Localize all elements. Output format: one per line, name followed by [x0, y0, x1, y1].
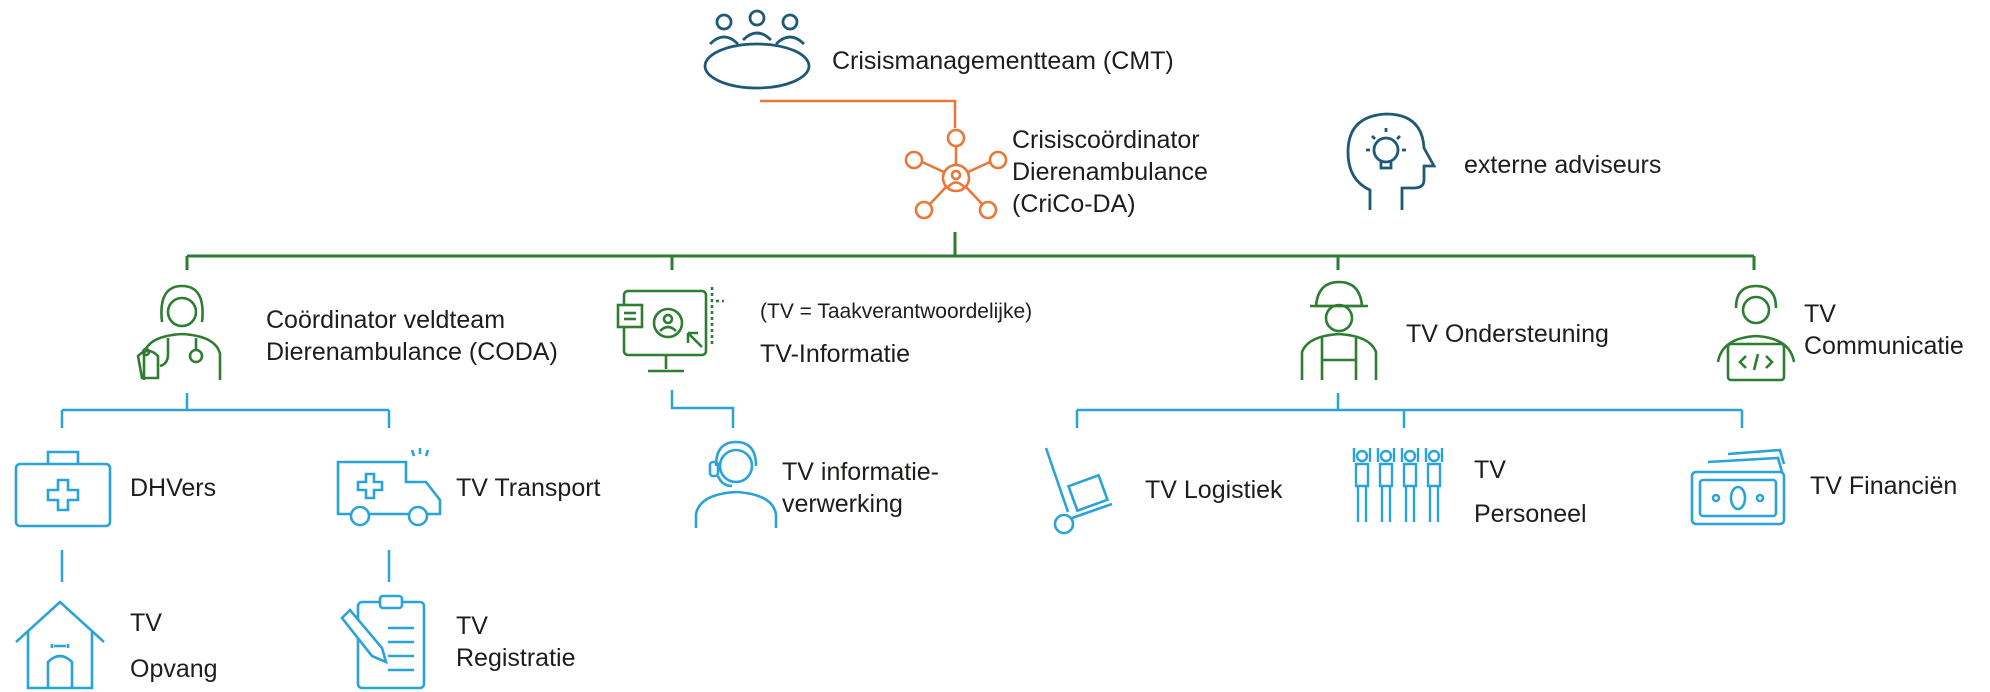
tv-infoproc-label: TV informatie- verwerking — [782, 456, 939, 520]
tv-logistics-label: TV Logistiek — [1145, 476, 1283, 504]
tv-personnel-label: TV Personeel — [1474, 448, 1587, 536]
worker-hardhat-icon — [1298, 276, 1380, 382]
crico-label: Crisiscoördinator Dierenambulance (CriCo… — [1012, 124, 1208, 220]
developer-laptop-icon — [1712, 282, 1798, 384]
headset-operator-icon — [692, 440, 778, 530]
connector-coda-bus — [60, 393, 391, 428]
tv-finance-label: TV Financiën — [1810, 472, 1958, 500]
meeting-table-icon — [700, 8, 815, 93]
tv-shelter-label: TV Opvang — [130, 600, 218, 692]
ambulance-icon — [336, 448, 444, 530]
tv-registration-line-1: TV — [456, 612, 488, 640]
tv-infoproc-line-1: TV informatie- — [782, 458, 939, 486]
veterinarian-icon — [132, 282, 228, 382]
people-group-icon — [1350, 446, 1450, 526]
monitor-profile-icon — [616, 283, 730, 377]
tv-personnel-line-2: Personeel — [1474, 500, 1587, 528]
crico-line-1: Crisiscoördinator — [1012, 126, 1200, 154]
tv-abbreviation-note: (TV = Taakverantwoordelijke) — [760, 300, 1033, 323]
tv-comm-label: TV Communicatie — [1804, 298, 1964, 362]
dhvers-label: DHVers — [130, 474, 217, 502]
tv-info-label: TV-Informatie — [760, 340, 911, 368]
head-lightbulb-icon — [1340, 110, 1437, 212]
hand-truck-icon — [1038, 444, 1128, 536]
crico-line-3: (CriCo-DA) — [1012, 190, 1136, 218]
tv-registration-line-2: Registratie — [456, 644, 576, 672]
cmt-label: Crisismanagementteam (CMT) — [832, 47, 1174, 75]
network-hub-icon — [900, 126, 1012, 222]
tv-registration-label: TV Registratie — [456, 610, 576, 674]
medical-case-icon — [14, 446, 112, 530]
crico-line-2: Dierenambulance — [1012, 158, 1208, 186]
tv-support-label: TV Ondersteuning — [1406, 320, 1609, 348]
banknotes-icon — [1688, 448, 1788, 528]
tv-comm-line-1: TV — [1804, 300, 1836, 328]
coda-line-1: Coördinator veldteam — [266, 306, 506, 334]
clipboard-pen-icon — [338, 594, 430, 690]
connector-info-proc — [670, 390, 735, 428]
advisors-label: externe adviseurs — [1464, 151, 1662, 179]
coda-line-2: Dierenambulance (CODA) — [266, 338, 558, 366]
connector-cmt-crico — [760, 99, 957, 128]
tv-transport-label: TV Transport — [456, 474, 601, 502]
coda-label: Coördinator veldteam Dierenambulance (CO… — [266, 304, 558, 368]
tv-personnel-line-1: TV — [1474, 456, 1506, 484]
tv-infoproc-line-2: verwerking — [782, 490, 903, 518]
connector-support-bus — [1075, 393, 1744, 428]
tv-comm-line-2: Communicatie — [1804, 332, 1964, 360]
dog-house-icon — [14, 598, 106, 690]
tv-shelter-line-1: TV — [130, 609, 162, 637]
tv-shelter-line-2: Opvang — [130, 655, 218, 683]
